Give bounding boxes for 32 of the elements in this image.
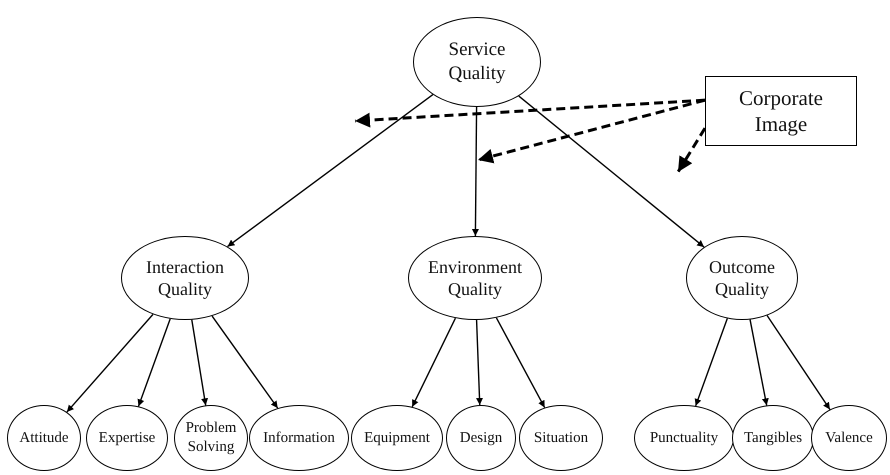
node-label: Service Quality (448, 38, 506, 86)
node-label: Design (460, 428, 502, 448)
arrow (191, 320, 208, 406)
node-label: Punctuality (650, 428, 718, 448)
dashed-arrow (478, 98, 706, 164)
node-label: Valence (825, 428, 873, 448)
node-label: Equipment (364, 428, 430, 448)
rectangle-node (705, 76, 857, 146)
node-label: Tangibles (744, 428, 802, 448)
node-label: Problem Solving (184, 419, 238, 457)
node-label: Attitude (19, 428, 69, 448)
node-label: Expertise (98, 428, 156, 448)
node-label: Corporate Image (738, 84, 824, 138)
arrow (472, 107, 479, 236)
node-label: Outcome Quality (708, 256, 776, 300)
arrow (66, 314, 154, 413)
node-label: Situation (534, 428, 588, 448)
arrow (749, 319, 769, 406)
dashed-arrow (354, 98, 706, 128)
arrow (766, 315, 830, 410)
node-label: Environment Quality (427, 256, 523, 300)
arrow (138, 318, 171, 407)
dashed-arrow (676, 127, 706, 173)
arrow (476, 320, 483, 406)
arrow (212, 316, 278, 409)
arrow (518, 96, 705, 248)
arrow (227, 94, 434, 248)
arrow (694, 318, 728, 406)
arrow (496, 317, 546, 408)
node-label: Interaction Quality (145, 256, 225, 300)
arrow (412, 318, 456, 408)
node-label: Information (263, 428, 335, 448)
